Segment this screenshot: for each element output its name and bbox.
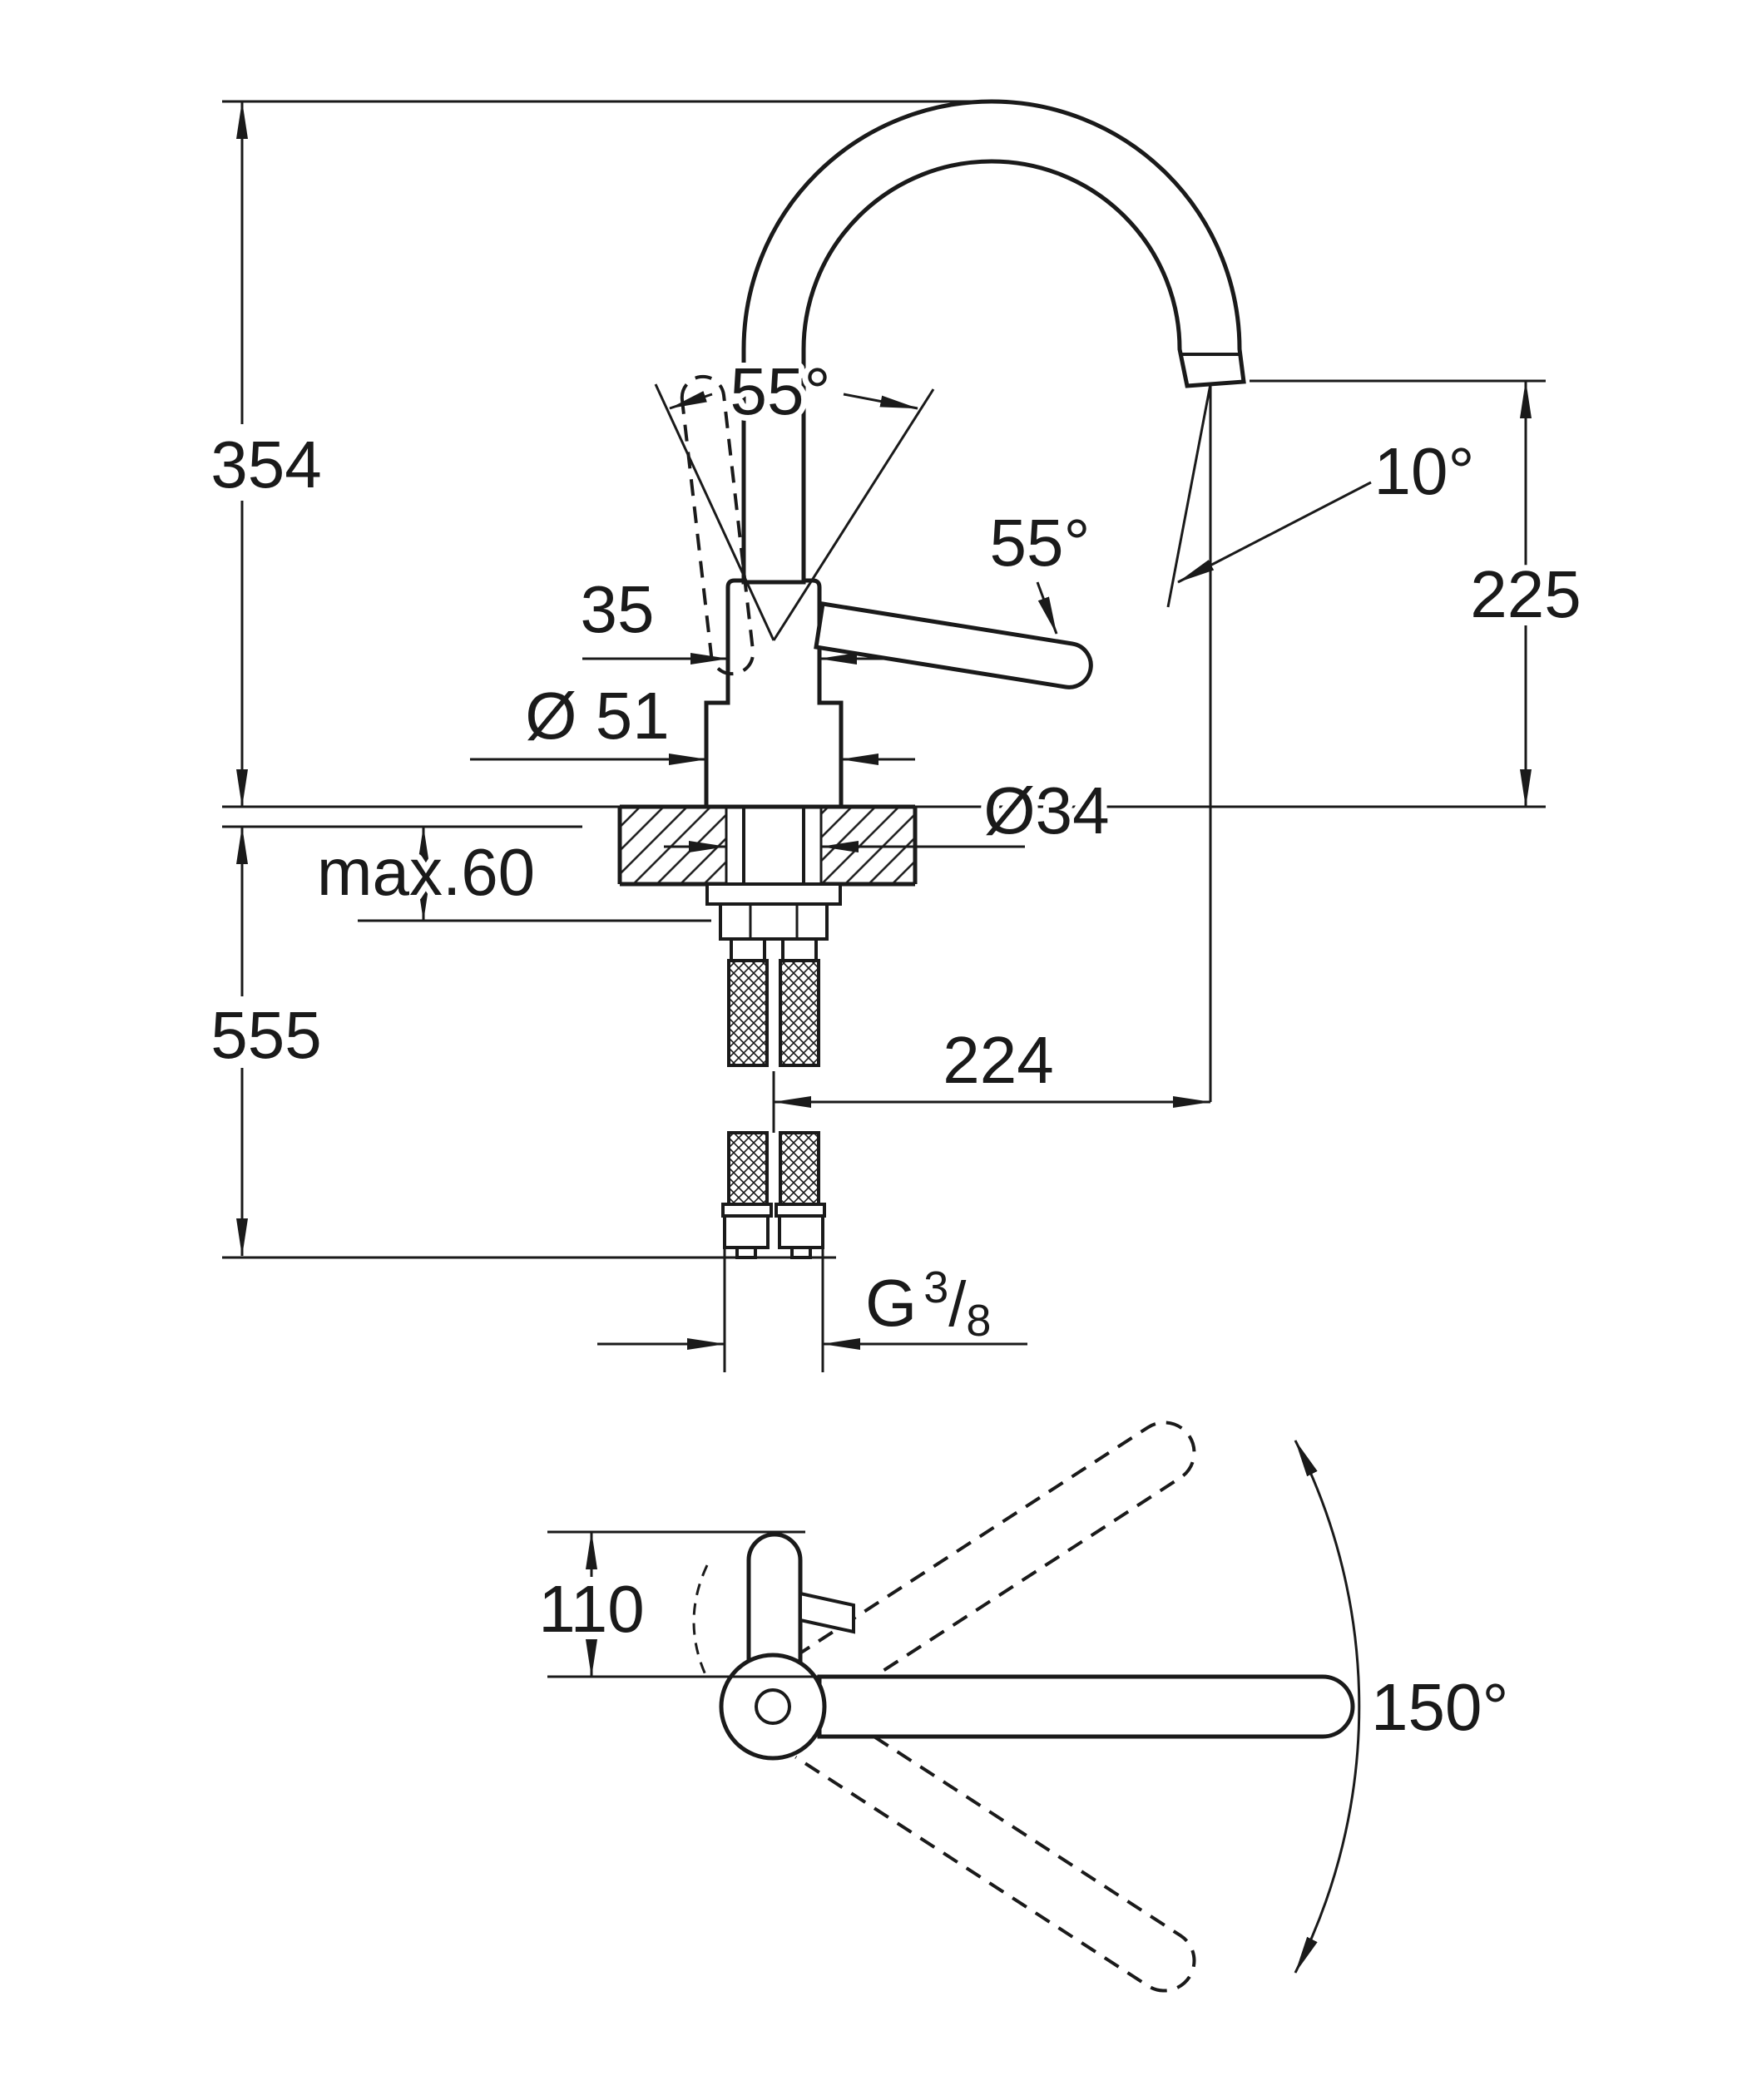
dim-label-55deg-right: 55°	[990, 506, 1091, 580]
hose-collar-right	[781, 937, 818, 962]
dim-label-35: 35	[581, 572, 655, 646]
dim-label-110: 110	[538, 1572, 645, 1646]
hose-braid-lower-right	[779, 1131, 820, 1206]
top-view-spout-dashed-down	[794, 1705, 1196, 1993]
thread-denominator: 8	[966, 1296, 991, 1346]
top-view-body-inner-circle	[755, 1688, 791, 1725]
labels-top: 110 150°	[532, 1566, 1514, 1750]
swivel-arc-150deg	[1294, 1440, 1361, 1974]
top-view-spout	[817, 1674, 1355, 1739]
spout-angle-10deg-line	[1166, 383, 1212, 608]
faucet-spout-arc	[741, 99, 1246, 585]
mounting-nut	[719, 902, 829, 941]
dim-label-224: 224	[943, 1023, 1053, 1097]
hose-braid-upper-left	[727, 959, 769, 1067]
labels-side: 354 555 max.60 55° 55° 10° 225 35 Ø 51 Ø…	[205, 348, 1586, 1351]
faucet-shank	[742, 807, 805, 884]
dim-label-10deg: 10°	[1374, 434, 1475, 508]
leader-10deg	[1177, 481, 1372, 584]
top-view-body	[719, 1653, 827, 1761]
thread-slash: /	[948, 1269, 967, 1340]
thread-numerator: 3	[923, 1262, 948, 1312]
mounting-nut-facets	[749, 904, 799, 939]
lever-angle-ray-left	[654, 383, 775, 641]
dim-label-225: 225	[1470, 557, 1581, 631]
hose-braid-lower-left	[727, 1131, 769, 1206]
side-view: 354 555 max.60 55° 55° 10° 225 35 Ø 51 Ø…	[205, 99, 1587, 1372]
hose-fittings	[721, 1203, 826, 1259]
fitting-flange-right	[775, 1203, 826, 1218]
dim-label-max60: max.60	[317, 835, 535, 909]
fitting-nut-left	[723, 1214, 770, 1249]
leader-55deg-right	[1036, 581, 1058, 635]
supply-hoses	[721, 959, 826, 1259]
lever-swing-dashes	[692, 1564, 709, 1679]
fitting-nut-right	[778, 1214, 824, 1249]
thread-prefix: G	[865, 1266, 917, 1340]
arrow-55deg-left	[669, 391, 713, 410]
top-view: 110 150°	[532, 1421, 1514, 1993]
ext-lines-g38	[723, 1249, 824, 1372]
dimension-lines-side	[222, 100, 1546, 1372]
top-view-spout-dashed-up	[794, 1421, 1196, 1708]
lever-handle	[814, 601, 1093, 689]
dim-label-150deg: 150°	[1371, 1670, 1508, 1744]
dim-label-55deg-left: 55°	[730, 354, 831, 428]
hose-braid-upper-right	[779, 959, 820, 1067]
dim-label-354: 354	[210, 427, 321, 502]
dim-label-dia34: Ø34	[983, 773, 1109, 847]
lever-angle-ray-middle	[772, 388, 935, 641]
fitting-stub-left	[735, 1246, 757, 1259]
mounting-hole-edges	[725, 807, 823, 884]
top-view-lever-tab	[799, 1591, 855, 1634]
fitting-flange-left	[721, 1203, 773, 1218]
swivel-range	[794, 1421, 1196, 1993]
hose-collar-left	[730, 937, 766, 962]
dim-label-555: 555	[210, 998, 321, 1072]
dim-label-dia51: Ø 51	[525, 679, 669, 753]
fitting-stub-right	[790, 1246, 812, 1259]
lever-handle-dashed-up-position	[680, 374, 755, 676]
arrow-55deg-right	[843, 393, 918, 410]
faucet-outline	[680, 99, 1246, 809]
mounting-washer	[705, 882, 842, 906]
dimension-lines-top	[547, 1530, 819, 1678]
mounting-hardware	[705, 882, 842, 962]
top-view-body-circle	[719, 1653, 827, 1761]
